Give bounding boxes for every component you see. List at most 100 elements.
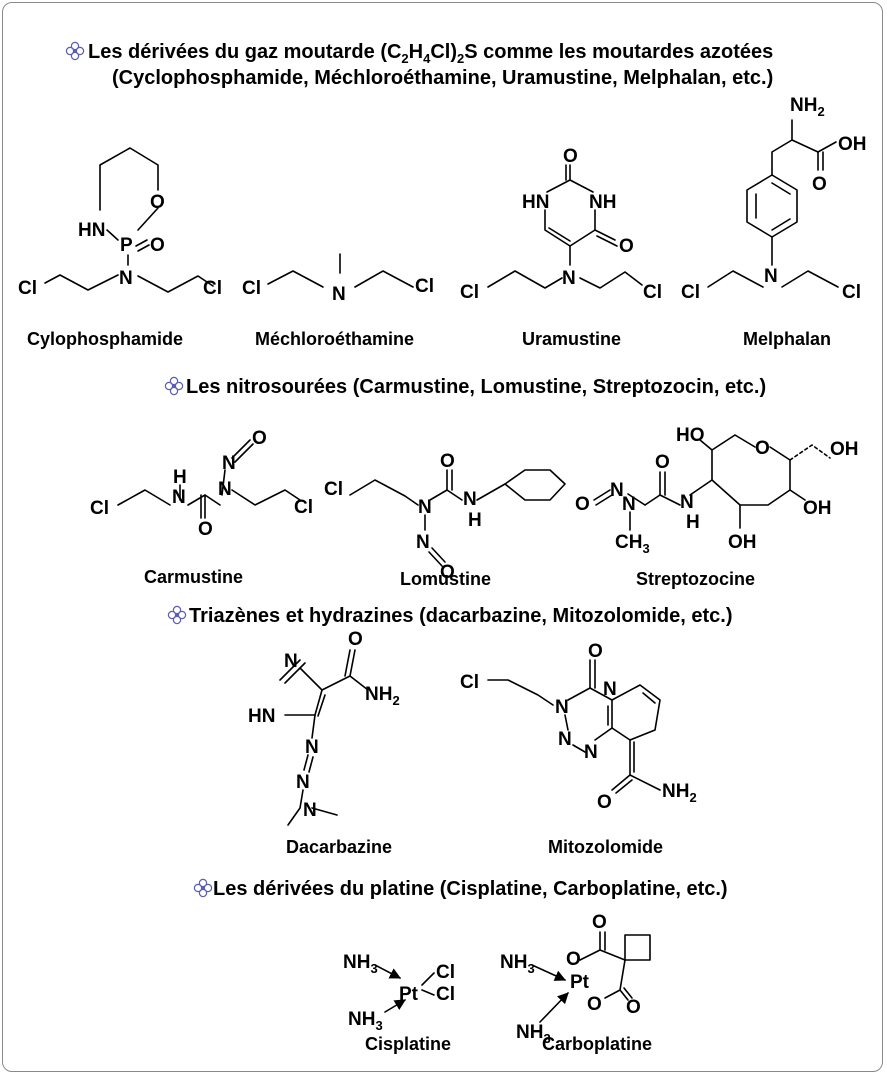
label-uramustine: Uramustine (522, 329, 621, 349)
atom-n: N (172, 487, 186, 508)
flower-bullet-icon (65, 41, 85, 61)
atom-o: O (812, 174, 827, 195)
header-nitrosoureas: Les nitrosourées (Carmustine, Lomustine,… (164, 376, 766, 398)
atom-pt: Pt (570, 972, 590, 993)
atom-ho: HO (676, 425, 705, 446)
atom-cl: Cl (324, 479, 343, 500)
atom-hn: HN (522, 192, 549, 213)
atom-nh3: NH3 (348, 1009, 383, 1033)
atom-n: N (416, 532, 430, 553)
atom-o: O (755, 438, 770, 459)
atom-hn: HN (248, 706, 275, 727)
atom-o: O (252, 428, 267, 449)
atom-n: N (303, 800, 317, 821)
atom-n: N (463, 489, 477, 510)
atom-o: O (588, 641, 603, 662)
atom-o: O (619, 236, 634, 257)
atom-oh: OH (838, 134, 867, 155)
atom-n: N (603, 679, 617, 700)
atom-o: O (563, 146, 578, 167)
label-carmustine: Carmustine (144, 567, 243, 587)
label-dacarbazine: Dacarbazine (286, 837, 392, 857)
structure-uramustine: O HN NH O N Cl Cl (460, 146, 662, 303)
atom-n: N (610, 480, 624, 501)
label-cyclophosphamide: Cylophosphamide (27, 329, 183, 349)
atom-o-double: O (150, 235, 165, 256)
header-nitrosoureas-text: Les nitrosourées (Carmustine, Lomustine,… (186, 376, 766, 398)
atom-n: N (622, 494, 636, 515)
flower-bullet-icon (167, 605, 187, 625)
atom-o: O (440, 562, 455, 583)
atom-n: N (218, 479, 232, 500)
atom-cl: Cl (436, 962, 455, 983)
atom-h: H (468, 510, 482, 531)
header-platinum-text: Les dérivées du platine (Cisplatine, Car… (213, 878, 728, 900)
structure-streptozocine: O N N CH3 O N H HO O OH OH OH (575, 425, 859, 556)
structure-dacarbazine: N HN O NH2 N N N (248, 629, 400, 826)
atom-n: N (296, 772, 310, 793)
atom-cl: Cl (294, 497, 313, 518)
atom-h: H (686, 512, 700, 533)
atom-oh: OH (728, 532, 757, 553)
structure-carmustine: Cl H N O N N O Cl (90, 428, 313, 540)
atom-cl: Cl (643, 282, 662, 303)
atom-nh2: NH2 (662, 781, 697, 805)
label-mechlorethamine: Méchloroéthamine (255, 329, 414, 349)
atom-oh: OH (830, 439, 859, 460)
atom-ch3: CH3 (615, 532, 650, 556)
atom-o: O (575, 494, 590, 515)
header-triazenes: Triazènes et hydrazines (dacarbazine, Mi… (167, 605, 732, 627)
atom-cl: Cl (90, 498, 109, 519)
header-mustards-line2: (Cyclophosphamide, Méchloroéthamine, Ura… (112, 67, 773, 89)
flower-bullet-icon (164, 376, 184, 396)
atom-o: O (655, 452, 670, 473)
header-platinum: Les dérivées du platine (Cisplatine, Car… (193, 878, 728, 900)
atom-n: N (680, 492, 694, 513)
atom-cl: Cl (18, 278, 37, 299)
atom-n: N (584, 742, 598, 763)
atom-n: N (284, 651, 298, 672)
atom-nh: NH (589, 192, 616, 213)
flower-bullet-icon (193, 878, 213, 898)
atom-nh3: NH3 (516, 1022, 551, 1046)
atom-cl: Cl (460, 672, 479, 693)
atom-o: O (198, 519, 213, 540)
structure-carboplatine: NH3 NH3 Pt O O O O (500, 912, 651, 1046)
atom-o: O (597, 792, 612, 813)
atom-o: O (626, 997, 641, 1018)
atom-n: N (764, 266, 778, 287)
atom-o: O (592, 912, 607, 933)
atom-o: O (587, 994, 602, 1015)
atom-cl: Cl (460, 282, 479, 303)
label-cisplatine: Cisplatine (365, 1034, 451, 1054)
header-mustards-line1: Les dérivées du gaz moutarde (C2H4Cl)2S … (88, 41, 773, 66)
atom-nh2: NH2 (365, 684, 400, 708)
atom-n: N (119, 268, 133, 289)
atom-o: O (150, 192, 165, 213)
atom-cl: Cl (242, 278, 261, 299)
label-streptozocine: Streptozocine (636, 569, 755, 589)
label-lomustine: Lomustine (400, 569, 491, 589)
atom-nh2: NH2 (790, 95, 825, 119)
label-melphalan: Melphalan (743, 329, 831, 349)
atom-nh3: NH3 (500, 952, 535, 976)
atom-n: N (418, 497, 432, 518)
atom-nh3: NH3 (343, 952, 378, 976)
atom-cl: Cl (436, 984, 455, 1005)
atom-oh: OH (803, 498, 832, 519)
atom-n: N (555, 697, 569, 718)
atom-n: N (305, 737, 319, 758)
label-mitozolomide: Mitozolomide (548, 837, 663, 857)
atom-n: N (558, 729, 572, 750)
header-mustards: Les dérivées du gaz moutarde (C2H4Cl)2S … (65, 41, 773, 89)
structure-lomustine: Cl N O N H N O (324, 451, 566, 583)
label-carboplatine: Carboplatine (542, 1034, 652, 1054)
atom-cl: Cl (842, 282, 861, 303)
atom-cl: Cl (681, 282, 700, 303)
atom-p: P (120, 235, 133, 256)
structure-mitozolomide: Cl N O N N N O NH2 (460, 641, 697, 813)
structure-melphalan: NH2 OH O N Cl Cl (681, 95, 867, 303)
atom-o: O (566, 949, 581, 970)
